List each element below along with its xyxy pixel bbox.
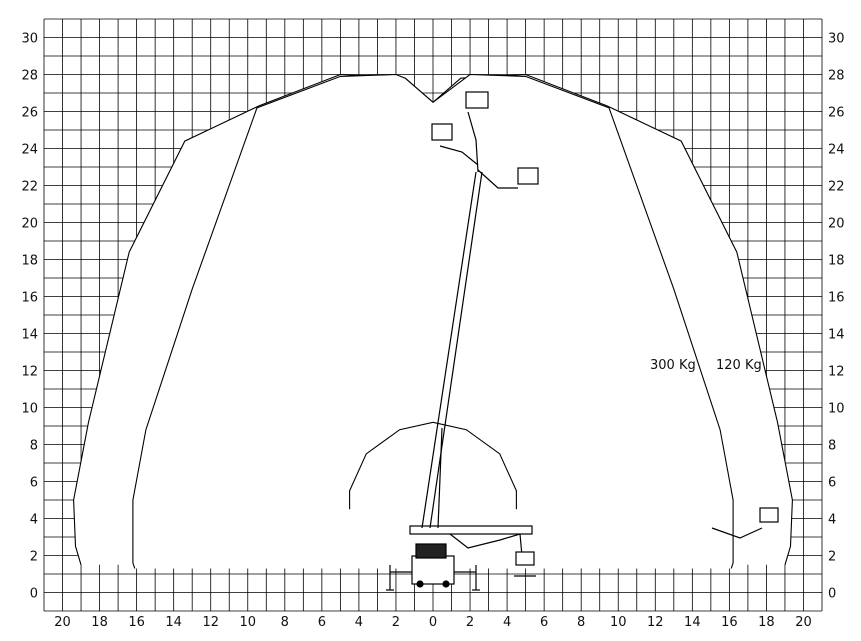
y-tick-label-left: 14 <box>21 328 38 343</box>
x-tick-label: 6 <box>318 615 326 630</box>
y-tick-label-left: 30 <box>21 32 38 47</box>
main-boom-right-edge <box>429 171 483 529</box>
y-tick-label-left: 18 <box>21 254 38 269</box>
y-tick-label-left: 6 <box>30 476 38 491</box>
jib-left <box>439 145 479 166</box>
basket-right <box>517 167 539 185</box>
x-tick-label: 6 <box>540 615 548 630</box>
x-tick-label: 10 <box>239 615 256 630</box>
y-tick-label-right: 14 <box>828 328 845 343</box>
y-tick-label-right: 28 <box>828 69 845 84</box>
y-tick-label-left: 0 <box>30 587 38 602</box>
x-tick-label: 4 <box>503 615 511 630</box>
x-tick-label: 0 <box>429 615 437 630</box>
envelope-300kg <box>132 73 734 569</box>
y-tick-label-left: 2 <box>30 550 38 565</box>
x-tick-label: 4 <box>355 615 363 630</box>
y-tick-label-left: 8 <box>30 439 38 454</box>
y-tick-label-left: 24 <box>21 143 38 158</box>
x-tick-label: 12 <box>202 615 219 630</box>
label-120kg: 120 Kg <box>716 358 762 373</box>
wheel <box>416 580 424 588</box>
x-tick-label: 14 <box>684 615 701 630</box>
y-tick-label-right: 6 <box>828 476 836 491</box>
basket-top <box>465 91 489 109</box>
y-tick-label-right: 30 <box>828 32 845 47</box>
y-tick-label-right: 26 <box>828 106 845 121</box>
x-tick-label: 20 <box>795 615 812 630</box>
y-tick-label-right: 12 <box>828 365 845 380</box>
x-tick-label: 18 <box>758 615 775 630</box>
cab-top <box>415 543 447 559</box>
jib-arm <box>449 533 521 549</box>
x-tick-label: 18 <box>91 615 108 630</box>
jib-far-right <box>711 527 763 539</box>
jib-up <box>467 111 479 173</box>
basket-far-right <box>759 507 779 523</box>
truck-cab <box>411 555 455 585</box>
jib-right <box>477 169 518 189</box>
x-tick-label: 2 <box>392 615 400 630</box>
x-tick-label: 20 <box>54 615 71 630</box>
envelope-inner <box>349 421 517 510</box>
wheel <box>442 580 450 588</box>
y-tick-label-left: 10 <box>21 402 38 417</box>
y-tick-label-left: 4 <box>30 513 38 528</box>
y-tick-label-right: 0 <box>828 587 836 602</box>
basket-left <box>431 123 453 141</box>
y-tick-label-right: 16 <box>828 291 845 306</box>
y-tick-label-right: 20 <box>828 217 845 232</box>
stowed-boom <box>409 525 533 535</box>
y-tick-label-right: 24 <box>828 143 845 158</box>
reach-envelopes <box>73 73 793 569</box>
y-tick-label-right: 2 <box>828 550 836 565</box>
x-tick-label: 12 <box>647 615 664 630</box>
y-tick-label-left: 28 <box>21 69 38 84</box>
y-tick-label-right: 8 <box>828 439 836 454</box>
y-tick-label-left: 26 <box>21 106 38 121</box>
x-tick-label: 16 <box>721 615 738 630</box>
y-tick-label-left: 12 <box>21 365 38 380</box>
y-tick-label-left: 22 <box>21 180 38 195</box>
y-tick-label-right: 4 <box>828 513 836 528</box>
y-tick-label-right: 18 <box>828 254 845 269</box>
x-tick-label: 2 <box>466 615 474 630</box>
y-tick-label-left: 16 <box>21 291 38 306</box>
label-300kg: 300 Kg <box>650 358 696 373</box>
basket-low <box>515 551 535 566</box>
main-boom-left-edge <box>421 171 477 529</box>
y-tick-label-right: 22 <box>828 180 845 195</box>
x-tick-label: 14 <box>165 615 182 630</box>
x-tick-label: 8 <box>577 615 585 630</box>
lift-cylinder <box>437 427 443 529</box>
aerial-platform-truck <box>386 91 779 591</box>
x-tick-label: 16 <box>128 615 145 630</box>
x-tick-label: 8 <box>281 615 289 630</box>
y-tick-label-left: 20 <box>21 217 38 232</box>
y-tick-label-right: 10 <box>828 402 845 417</box>
x-tick-label: 10 <box>610 615 627 630</box>
